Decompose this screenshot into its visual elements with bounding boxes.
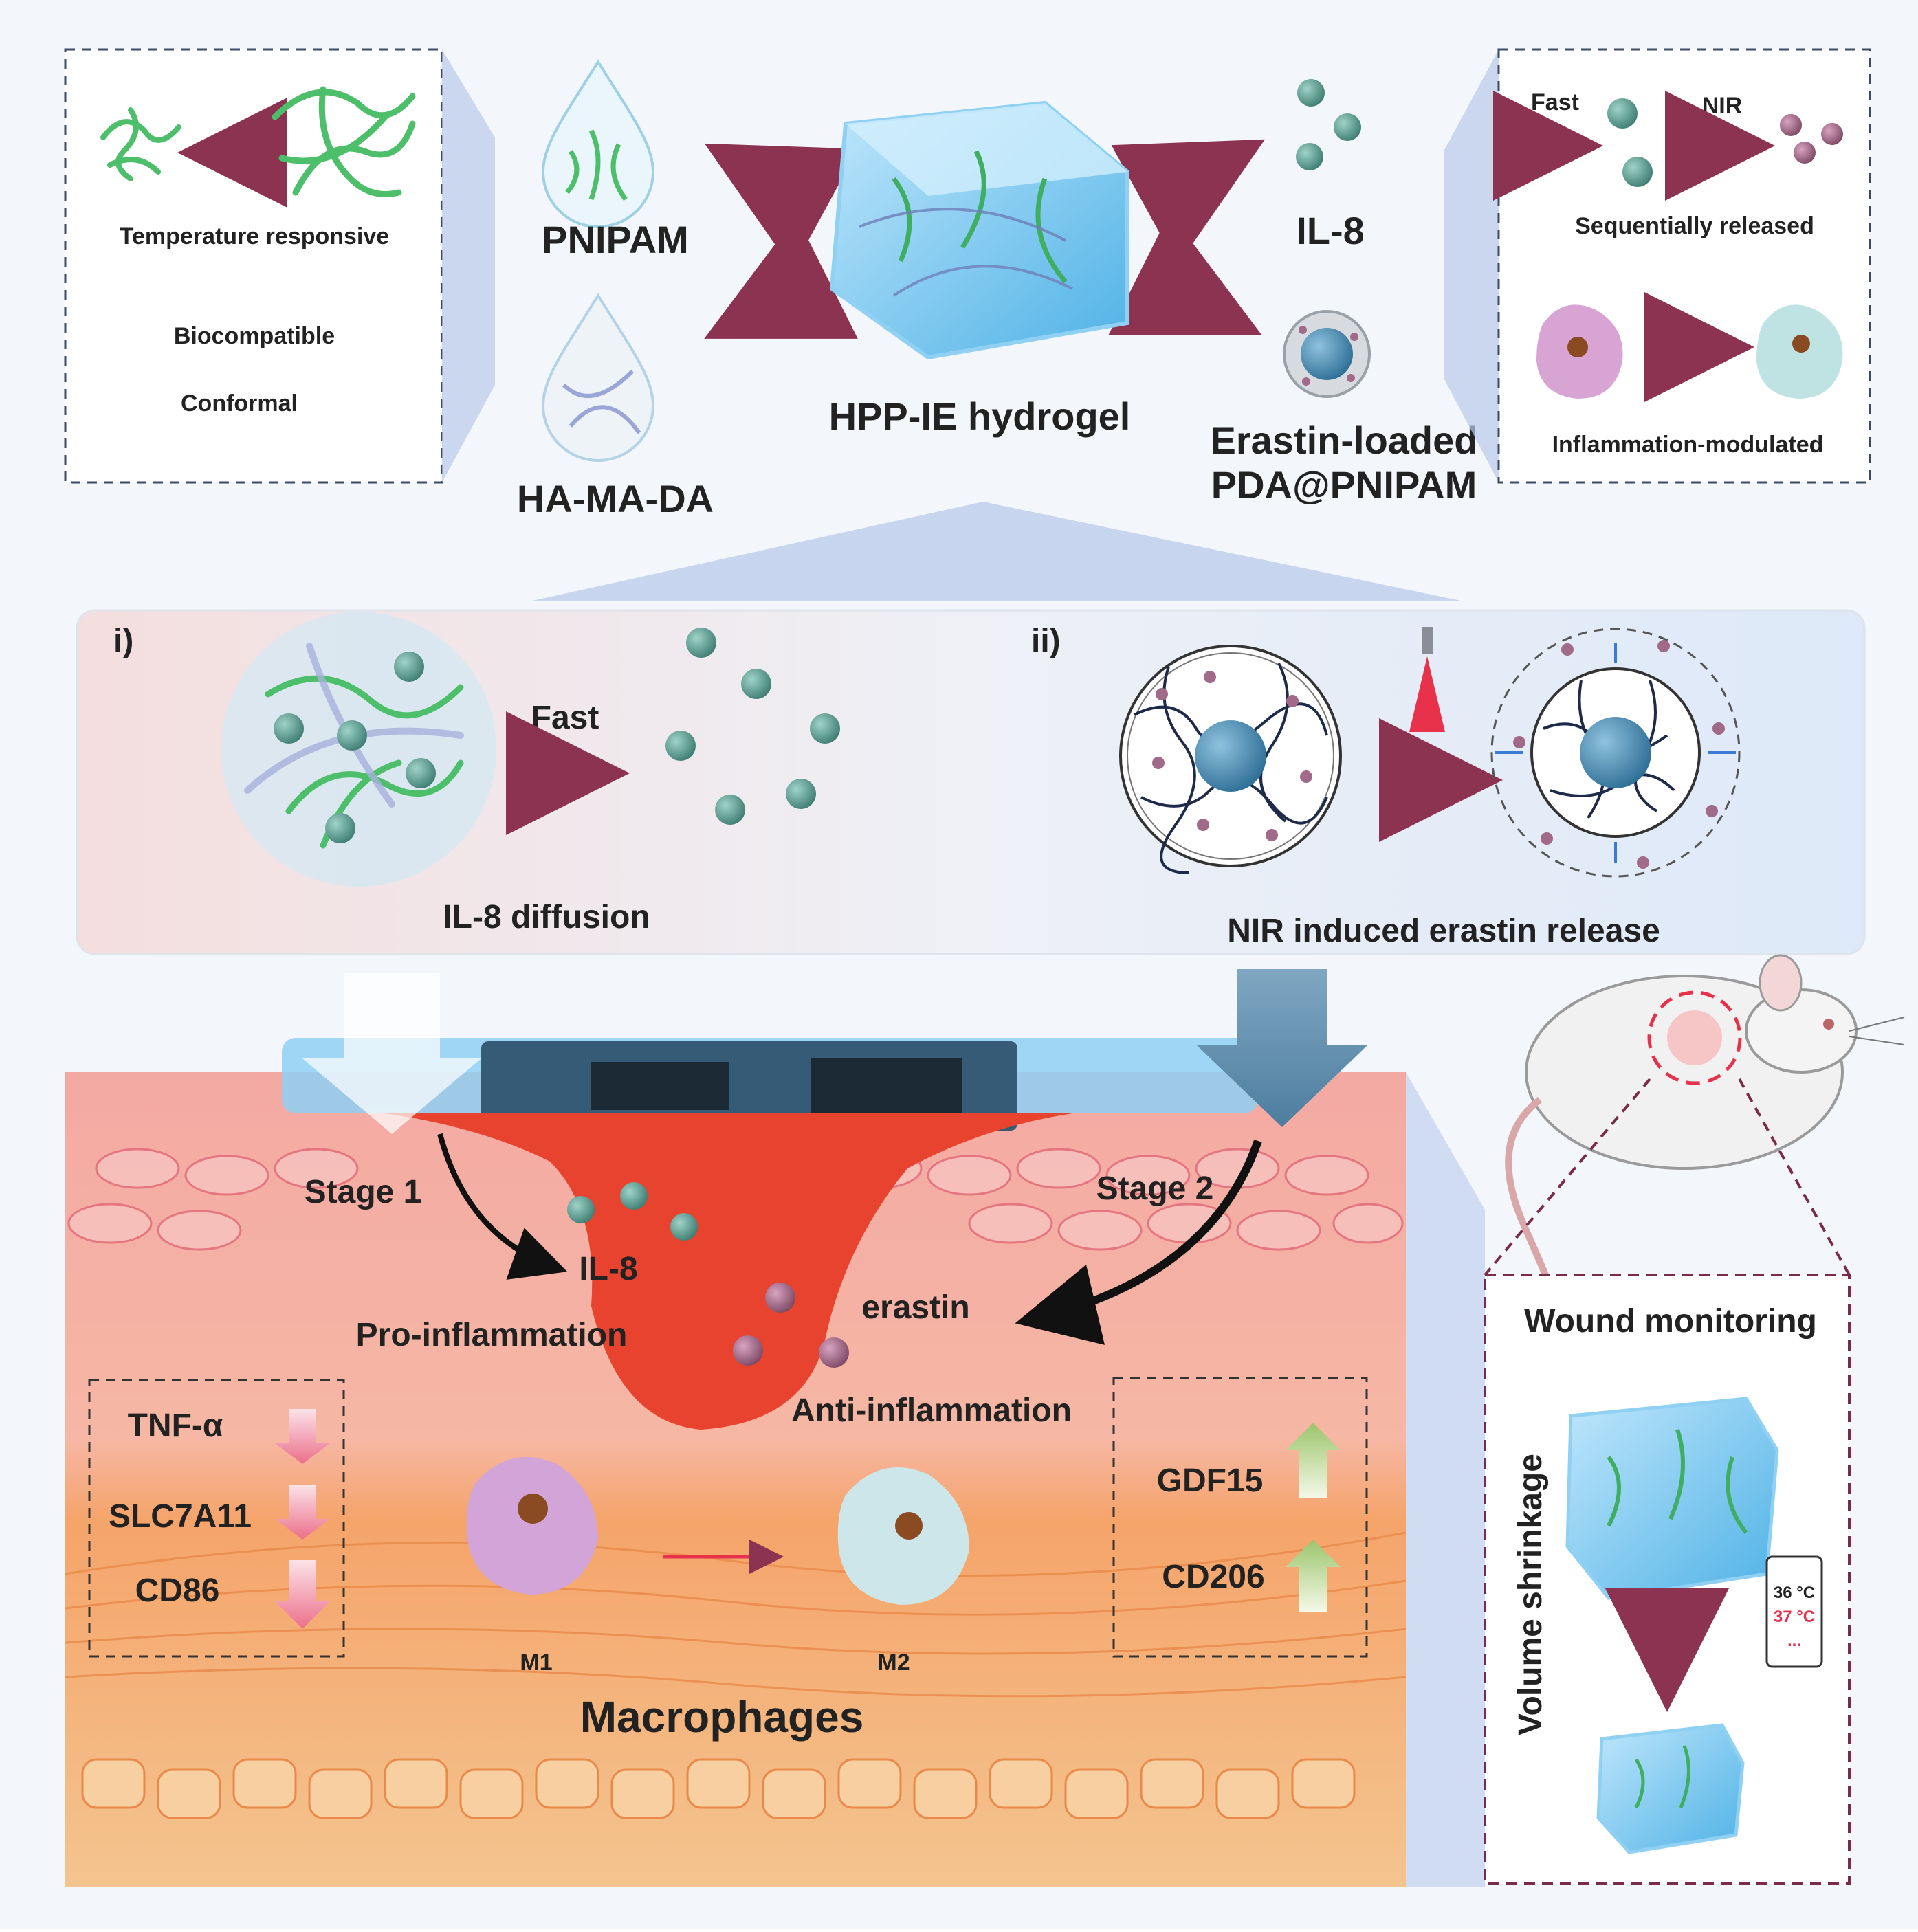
nir-laser-icon bbox=[1409, 627, 1445, 732]
sequential-label: Sequentially released bbox=[1575, 213, 1814, 239]
wound-il8-particles bbox=[567, 1182, 698, 1241]
marker-cd86: CD86 bbox=[135, 1573, 220, 1609]
pro-inflammation-label: Pro-inflammation bbox=[356, 1317, 628, 1353]
inflammation-modulated-label: Inflammation-modulated bbox=[1552, 432, 1824, 458]
top-section: Temperature responsive Biocompatible Con… bbox=[64, 48, 1871, 520]
swollen-network bbox=[1119, 645, 1342, 874]
arrow-to-erastin bbox=[1108, 212, 1262, 335]
swollen-hydrogel-icon bbox=[1565, 1397, 1779, 1600]
panel-ii-label: ii) bbox=[1031, 623, 1061, 659]
fast-diffusion-label: Fast bbox=[531, 700, 599, 736]
pda-pnipam-label: PDA@PNIPAM bbox=[1211, 463, 1477, 507]
deep-cell-layer bbox=[81, 1758, 1356, 1819]
m2-cell-icon bbox=[1756, 304, 1843, 399]
nir-label: NIR bbox=[1702, 93, 1743, 119]
temp-dots-label: ... bbox=[1787, 1632, 1801, 1650]
il8-particle-icon bbox=[1607, 98, 1638, 129]
polymer-collapsed-icon bbox=[100, 107, 181, 181]
m1-label: M1 bbox=[520, 1650, 552, 1676]
mouse-illustration bbox=[1505, 954, 1905, 1348]
wound-monitoring-title: Wound monitoring bbox=[1524, 1303, 1817, 1340]
temperature-responsive-label: Temperature responsive bbox=[120, 223, 389, 249]
panel-i-label: i) bbox=[113, 623, 133, 659]
marker-tnf: TNF-α bbox=[128, 1408, 223, 1444]
marker-cd206: CD206 bbox=[1162, 1559, 1264, 1595]
il8-particle-icon bbox=[1622, 157, 1653, 187]
zoom-line-right bbox=[1738, 1078, 1851, 1276]
sensor-chip bbox=[481, 1041, 1017, 1131]
wound-erastin-label: erastin bbox=[861, 1289, 969, 1326]
stage2-label: Stage 2 bbox=[1096, 1170, 1214, 1207]
shrunken-network bbox=[1490, 628, 1741, 878]
wound-il8-label: IL-8 bbox=[579, 1251, 637, 1287]
wound-cavity bbox=[385, 1113, 1072, 1430]
epidermis-cells bbox=[67, 1148, 1404, 1251]
m2-label: M2 bbox=[877, 1650, 910, 1676]
wound-erastin-particles bbox=[733, 1283, 849, 1368]
il8-particles bbox=[1296, 79, 1361, 170]
anti-inflammation-label: Anti-inflammation bbox=[791, 1392, 1072, 1429]
marker-gdf15: GDF15 bbox=[1157, 1463, 1264, 1499]
hydrogel-cube bbox=[829, 100, 1129, 360]
m1-macrophage bbox=[466, 1457, 598, 1595]
erastin-nanoparticle bbox=[1283, 310, 1371, 398]
pnipam-label: PNIPAM bbox=[542, 218, 689, 261]
stage1-entry-arrow bbox=[302, 973, 481, 1134]
stage2-curve-arrow bbox=[1015, 1140, 1262, 1345]
hydrogel-label: HPP-IE hydrogel bbox=[829, 395, 1131, 438]
hamada-droplet bbox=[541, 293, 655, 462]
m1-cell-icon bbox=[1536, 304, 1623, 399]
polymer-extended-icon bbox=[272, 86, 416, 197]
stage2-entry-arrow bbox=[1196, 969, 1368, 1127]
stage1-curve-arrow bbox=[437, 1133, 568, 1280]
funnel-middle bbox=[529, 502, 1464, 601]
arrow-to-il8 bbox=[1111, 139, 1266, 266]
temp-37-label: 37 °C bbox=[1774, 1608, 1815, 1626]
arrow-to-pnipam bbox=[704, 143, 859, 270]
up-arrows-icon bbox=[1286, 1423, 1341, 1612]
erastin-loaded-label: Erastin-loaded bbox=[1211, 419, 1478, 462]
mechanism-panel: i) ii) Fast bbox=[76, 609, 1866, 955]
il8-diffusion-caption: IL-8 diffusion bbox=[443, 899, 650, 935]
temp-36-label: 36 °C bbox=[1774, 1584, 1815, 1602]
stage1-label: Stage 1 bbox=[305, 1174, 422, 1210]
monitoring-section: Wound monitoring Volume shrinkage 36 °C … bbox=[1484, 954, 1905, 1885]
thermometer-display bbox=[1765, 1555, 1823, 1668]
volume-shrinkage-label: Volume shrinkage bbox=[1512, 1454, 1549, 1735]
arrow-to-hamada bbox=[704, 216, 858, 339]
erastin-particle-icon bbox=[1780, 114, 1802, 136]
macrophages-label: Macrophages bbox=[580, 1692, 864, 1742]
released-il8-particles bbox=[665, 628, 840, 825]
shrunken-hydrogel-icon bbox=[1596, 1723, 1745, 1854]
erastin-particle-icon bbox=[1794, 142, 1816, 164]
nir-erastin-caption: NIR induced erastin release bbox=[1227, 913, 1660, 949]
il8-hydrogel-sphere bbox=[221, 612, 496, 887]
funnel-left bbox=[442, 49, 495, 482]
dermis-fibres bbox=[65, 1531, 1407, 1698]
funnel-monitoring bbox=[1406, 1072, 1485, 1887]
funnel-right bbox=[1444, 49, 1499, 482]
marker-slc7a11: SLC7A11 bbox=[109, 1498, 252, 1535]
m2-macrophage bbox=[837, 1467, 969, 1605]
fast-label: Fast bbox=[1531, 89, 1579, 115]
biocompatible-label: Biocompatible bbox=[174, 323, 335, 349]
hamada-label: HA-MA-DA bbox=[517, 477, 714, 520]
hamada-chains-icon bbox=[562, 369, 641, 434]
wound-section: Stage 1 Stage 2 IL-8 erastin Pro-inflamm… bbox=[65, 969, 1407, 1887]
il8-label: IL-8 bbox=[1296, 209, 1365, 252]
down-arrows-icon bbox=[275, 1409, 330, 1629]
erastin-particle-icon bbox=[1821, 123, 1843, 145]
pnipam-strands-icon bbox=[565, 129, 628, 201]
conformal-label: Conformal bbox=[181, 390, 298, 417]
